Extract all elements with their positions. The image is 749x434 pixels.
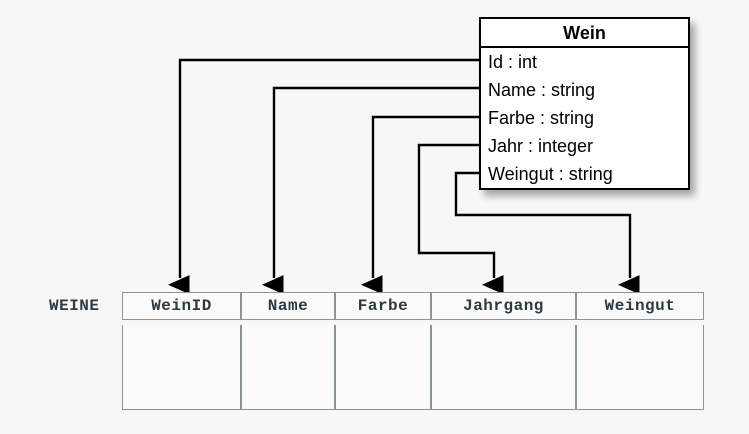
table-cell-jahrgang [431,325,576,410]
uml-attribute-jahr: Jahr : integer [488,136,594,156]
column-header-farbe: Farbe [335,292,431,320]
uml-attribute-list: Id : int Name : string Farbe : string Ja… [481,48,688,188]
uml-attribute-id: Id : int [488,52,538,72]
relation-table: WeinID Name Farbe Jahrgang Weingut [122,292,704,410]
table-header-row: WeinID Name Farbe Jahrgang Weingut [122,292,704,320]
relation-name-label: WEINE [49,297,100,315]
table-cell-weinid [122,325,241,410]
mapping-line-farbe-farbe [361,115,479,295]
uml-attribute-farbe: Farbe : string [488,108,595,128]
table-cell-name [241,325,335,410]
table-row [122,325,704,410]
column-header-weinid: WeinID [122,292,241,320]
uml-class-name: Wein [481,19,688,48]
uml-class-box: Wein Id : int Name : string Farbe : stri… [479,17,690,190]
mapping-line-name-name [262,86,479,295]
table-cell-farbe [335,325,431,410]
column-header-weingut: Weingut [576,292,704,320]
uml-attribute-name: Name : string [488,80,596,100]
column-header-name: Name [241,292,335,320]
column-header-jahrgang: Jahrgang [431,292,576,320]
mapping-line-id-weinid [168,58,479,295]
table-cell-weingut [576,325,704,410]
uml-attribute-weingut: Weingut : string [488,164,613,184]
